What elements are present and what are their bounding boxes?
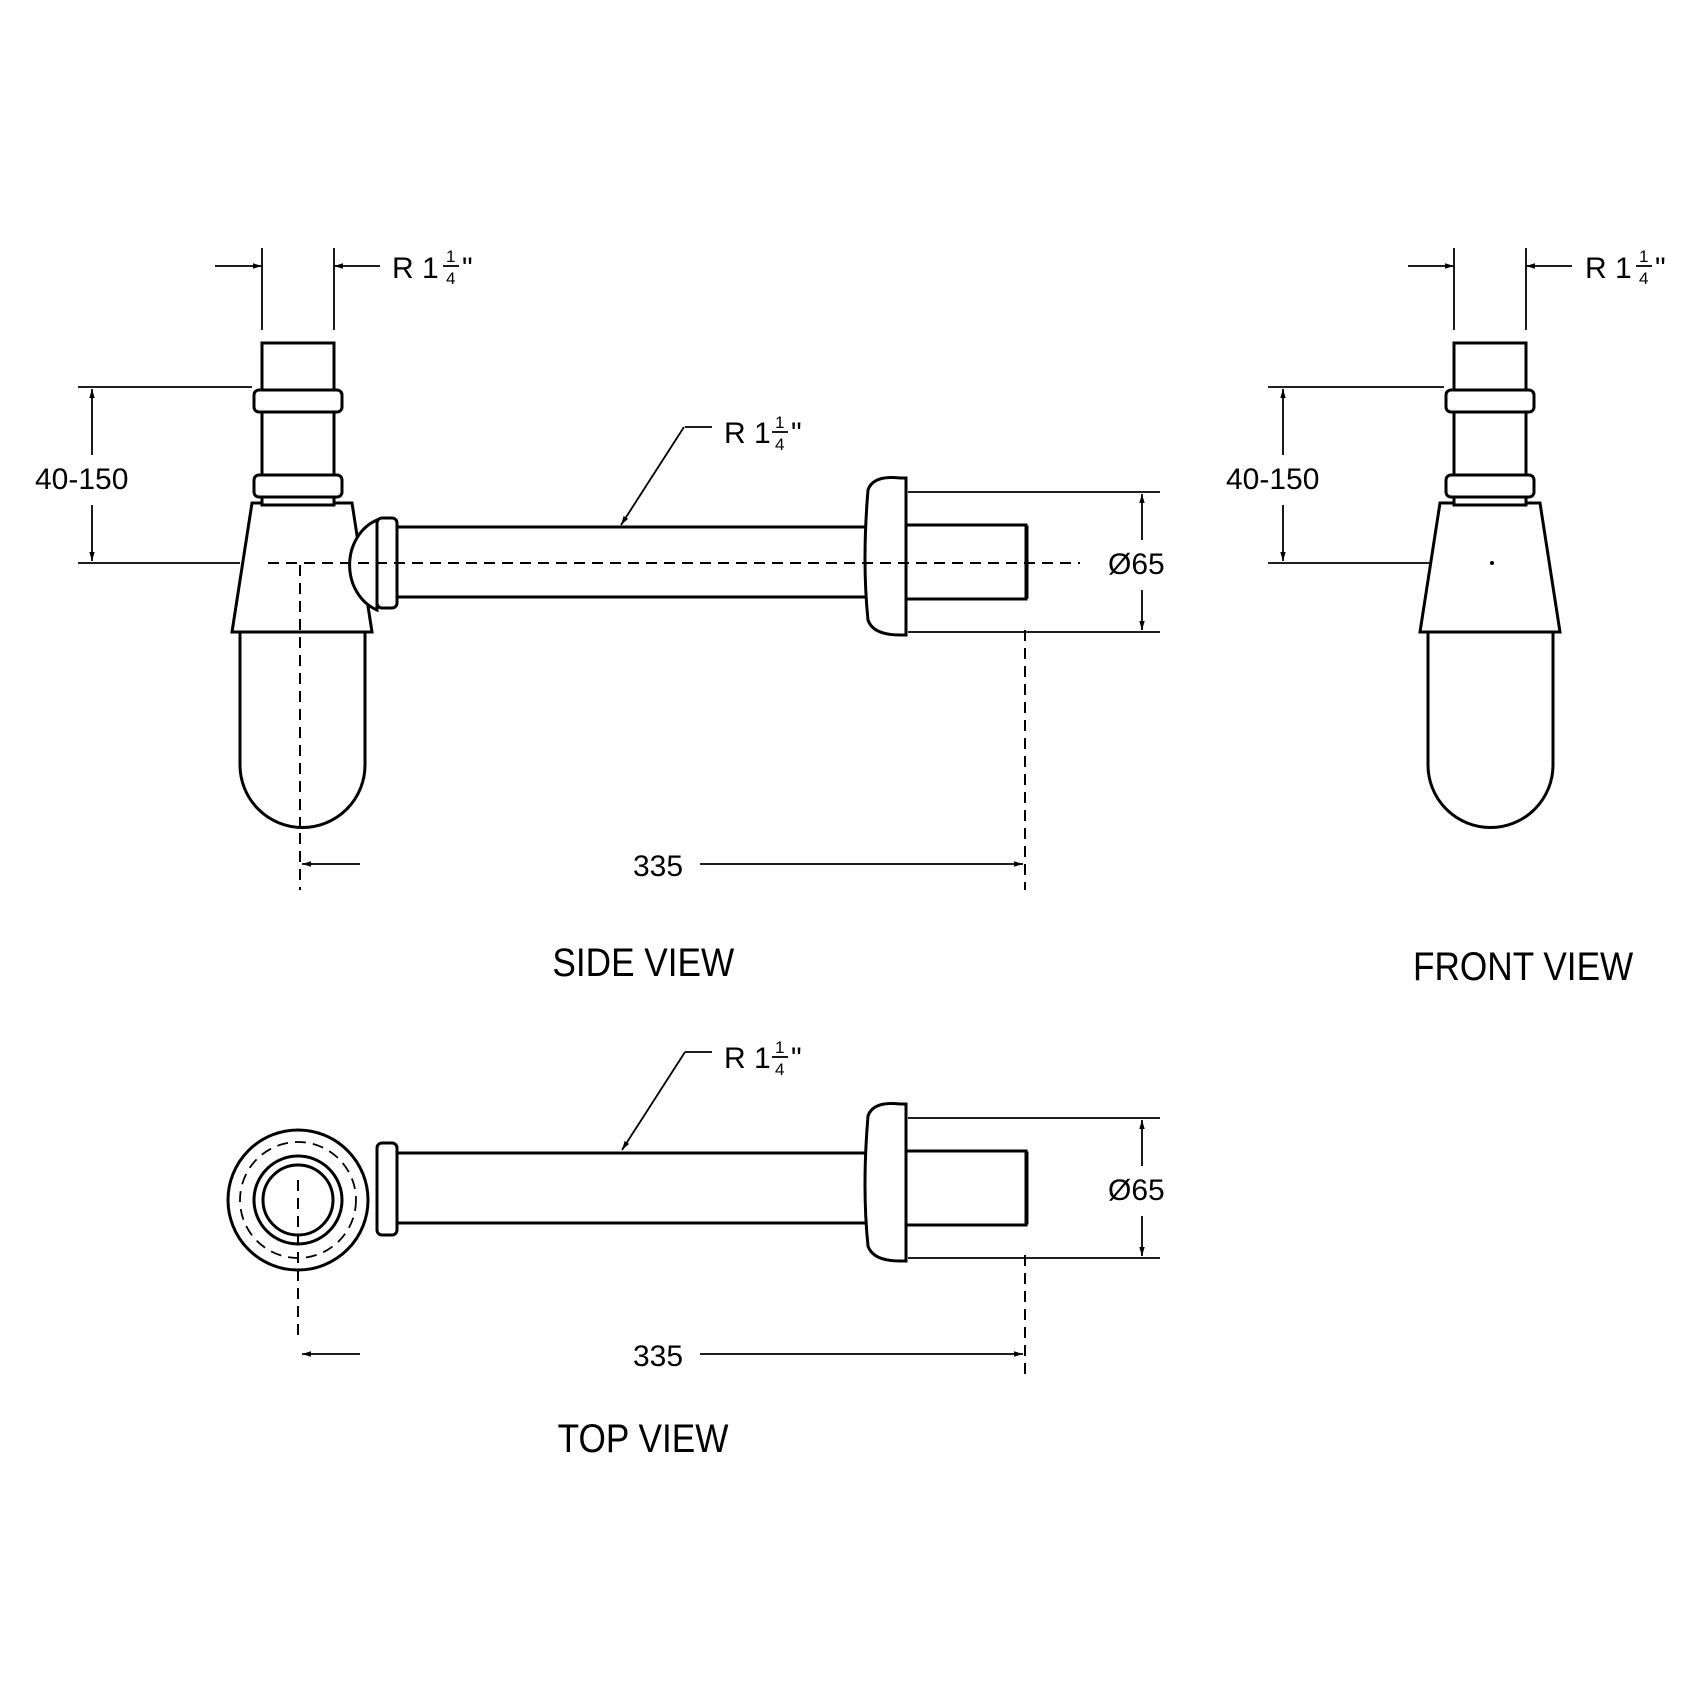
front-thread-frac-num: 1 — [1639, 247, 1648, 266]
front-thread-suffix: " — [1655, 252, 1666, 285]
front-view: R 1 1 4 " 40-150 FRONT VIEW — [1226, 247, 1666, 988]
side-pipe-thread-frac-den: 4 — [775, 435, 784, 454]
front-thread-frac-den: 4 — [1639, 269, 1648, 288]
top-length-label: 335 — [633, 1340, 683, 1373]
side-top-thread-frac-den: 4 — [446, 269, 455, 288]
top-diameter-label: Ø65 — [1108, 1174, 1165, 1207]
side-height-label: 40-150 — [35, 463, 128, 496]
side-diameter-label: Ø65 — [1108, 548, 1165, 581]
side-pipe-thread-suffix: " — [791, 417, 802, 450]
side-length-label: 335 — [633, 850, 683, 883]
top-pipe-thread-frac-num: 1 — [775, 1038, 784, 1057]
top-view: R 1 1 4 " Ø65 335 TOP VIEW — [226, 1038, 1165, 1461]
side-top-thread-suffix: " — [462, 252, 473, 285]
top-pipe-thread-label: R 1 — [724, 1042, 771, 1075]
side-top-thread-frac-num: 1 — [446, 247, 455, 266]
side-top-thread-label: R 1 — [392, 252, 439, 285]
front-view-title: FRONT VIEW — [1413, 944, 1634, 989]
top-pipe-thread-suffix: " — [791, 1042, 802, 1075]
side-view: R 1 1 4 " 40-150 R 1 1 4 " Ø65 335 SIDE … — [35, 247, 1165, 984]
top-view-title: TOP VIEW — [558, 1416, 729, 1461]
front-height-label: 40-150 — [1226, 463, 1319, 496]
side-pipe-thread-frac-num: 1 — [775, 413, 784, 432]
front-thread-label: R 1 — [1585, 252, 1632, 285]
top-pipe-thread-frac-den: 4 — [775, 1060, 784, 1079]
side-view-title: SIDE VIEW — [552, 940, 734, 985]
side-pipe-thread-label: R 1 — [724, 417, 771, 450]
